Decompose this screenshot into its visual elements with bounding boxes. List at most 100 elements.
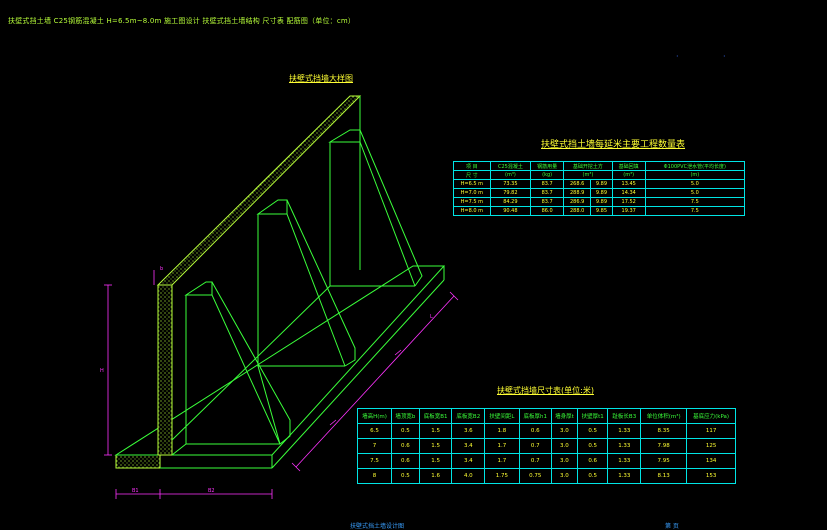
wall-stem [157,284,173,456]
quantity-table-head-1: 项 目 C25混凝土 钢筋用量 基础开挖土方 基础回填 Φ100PVC泄水管(平… [453,161,746,171]
quantity-head-cell: 钢筋用量 [530,161,565,171]
quantity-cell: 73.35 [489,179,532,189]
dimension-cell: 7 [356,438,393,454]
marker-dot: · [723,52,726,61]
quantity-cell: H=6.5 m [453,179,491,189]
quantity-cell: 268.6 [563,179,592,189]
dimension-cell: 7.5 [356,453,393,469]
dimension-head-cell: 墙顶宽b [391,408,420,424]
dimension-cell: 0.6 [576,453,609,469]
dimension-cell: 1.5 [418,438,453,454]
dimension-cell: 1.33 [607,468,642,484]
quantity-head-cell: 基础开挖土方 [563,161,613,171]
counterfort-2 [256,199,288,215]
quantity-cell: 84.29 [489,197,532,207]
dimension-table-row: 7.5 0.6 1.5 3.4 1.7 0.7 3.0 0.6 1.33 7.9… [356,453,736,469]
quantity-cell: 79.82 [489,188,532,198]
quantity-table: 项 目 C25混凝土 钢筋用量 基础开挖土方 基础回填 Φ100PVC泄水管(平… [453,161,746,216]
dimension-cell: 0.5 [391,468,420,484]
dimension-cell: 4.0 [451,468,486,484]
quantity-head-cell: (m³) [611,170,646,180]
quantity-table-title: 扶壁式挡土墙每延米主要工程数量表 [541,140,686,150]
perspective-title: 扶壁式挡墙大样图 [289,74,353,83]
quantity-head-cell: 尺 寸 [453,170,491,180]
quantity-head-cell: Φ100PVC泄水管(平均长度) [644,161,746,171]
bottom-title-right: 第 页 [665,523,679,530]
dimension-cell: 153 [686,468,736,484]
counterfort-1 [184,281,213,296]
diagonal-dimension-line [295,295,455,468]
dimension-cell: 7.98 [640,438,688,454]
dim-label-b1: B1 [132,488,139,494]
dimension-cell: 3.6 [451,423,486,439]
dimension-cell: 3.0 [550,438,578,454]
dimension-table-head: 墙高H(m) 墙顶宽b 底板宽B1 底板宽B2 扶壁间距L 底板厚h1 墙身厚t… [356,408,736,424]
dimension-cell: 134 [686,453,736,469]
quantity-table-row: H=8.0 m 90.48 86.0 288.0 9.85 19.37 7.5 [453,206,746,216]
dimension-head-cell: 基底应力(kPa) [686,408,736,424]
dimension-cell: 0.5 [576,423,609,439]
dimension-head-cell: 墙高H(m) [356,408,393,424]
quantity-head-cell: (m) [644,170,746,180]
dimension-cell: 0.5 [576,438,609,454]
dimension-table-row: 6.5 0.5 1.5 3.6 1.8 0.6 3.0 0.5 1.33 8.3… [356,423,736,439]
quantity-cell: 90.48 [489,206,532,216]
dimension-head-cell: 扶壁间距L [484,408,520,424]
dimension-table-row: 7 0.6 1.5 3.4 1.7 0.7 3.0 0.5 1.33 7.98 … [356,438,736,454]
quantity-head-cell: 基础回填 [611,161,646,171]
quantity-head-cell: C25混凝土 [489,161,532,171]
quantity-cell: 9.89 [590,179,613,189]
dimension-cell: 0.6 [391,438,420,454]
dimension-cell: 0.6 [391,453,420,469]
dimension-cell: 1.33 [607,438,642,454]
quantity-cell: 86.0 [530,206,565,216]
quantity-cell: 13.45 [611,179,646,189]
dimension-cell: 0.75 [518,468,552,484]
dimension-cell: 0.5 [576,468,609,484]
quantity-cell: 9.89 [590,197,613,207]
dimension-cell: 1.5 [418,453,453,469]
quantity-head-cell: (m³) [489,170,532,180]
quantity-head-cell: (kg) [530,170,565,180]
dimension-cell: 7.95 [640,453,688,469]
dimension-cell: 1.7 [484,438,520,454]
quantity-cell: 286.9 [563,197,592,207]
dim-label-h: H [100,368,104,374]
quantity-cell: 14.34 [611,188,646,198]
quantity-table-row: H=7.0 m 79.82 83.7 288.9 9.89 14.34 5.0 [453,188,746,198]
dimension-cell: 1.33 [607,423,642,439]
marker-dot: · [676,52,679,61]
dimension-cell: 1.33 [607,453,642,469]
dimension-cell: 0.7 [518,453,552,469]
dimension-cell: 1.7 [484,453,520,469]
base-slab [115,454,161,469]
quantity-cell: 288.9 [563,188,592,198]
quantity-cell: 83.7 [530,188,565,198]
dim-label-b2: B2 [208,488,215,494]
quantity-table-head-2: 尺 寸 (m³) (kg) (m³) (m³) (m) [453,170,746,180]
dimension-cell: 1.5 [418,423,453,439]
dim-label-l: L [430,314,433,320]
bottom-title-left: 扶壁式挡土墙设计图 [350,523,405,530]
dimension-cell: 6.5 [356,423,393,439]
quantity-cell: 83.7 [530,179,565,189]
dim-label-b: b [160,266,163,272]
dimension-cell: 3.0 [550,423,578,439]
quantity-cell: H=7.0 m [453,188,491,198]
dimension-table-row: 8 0.5 1.6 4.0 1.75 0.75 3.0 0.5 1.33 8.1… [356,468,736,484]
quantity-cell: 7.5 [644,197,746,207]
counterfort-3 [328,129,361,143]
dimension-cell: 3.0 [550,468,578,484]
dimension-cell: 8.13 [640,468,688,484]
dimension-head-cell: 底板宽B1 [418,408,453,424]
dimension-table-title: 扶壁式挡墙尺寸表(单位:米) [497,386,594,395]
dimension-cell: 3.0 [550,453,578,469]
quantity-cell: 19.37 [611,206,646,216]
dimension-head-cell: 扶壁厚t1 [576,408,609,424]
dimension-cell: 117 [686,423,736,439]
quantity-cell: H=8.0 m [453,206,491,216]
quantity-table-row: H=7.5 m 84.29 83.7 286.9 9.89 17.52 7.5 [453,197,746,207]
dimension-cell: 1.75 [484,468,520,484]
